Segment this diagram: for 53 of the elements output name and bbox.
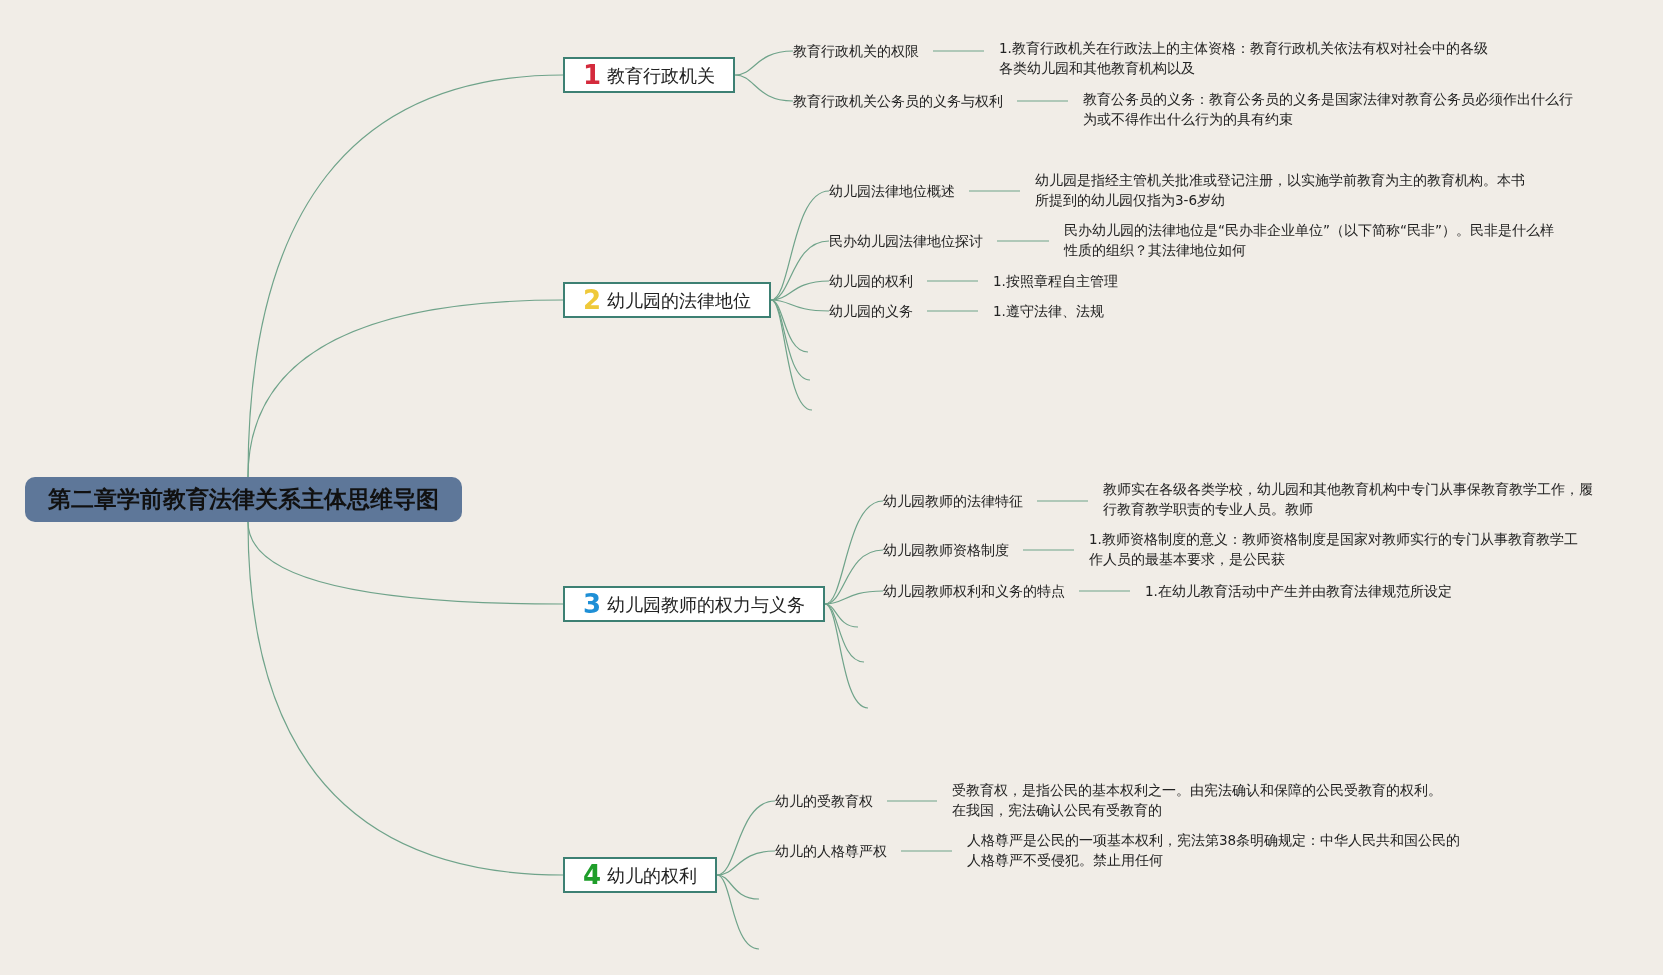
detail-text: 1.教育行政机关在行政法上的主体资格：教育行政机关依法有权对社会中的各级各类幼儿园和其他教育机构以及 <box>984 38 1499 78</box>
connector-line <box>932 50 985 52</box>
topic-label: 幼儿园的法律地位 <box>607 288 752 313</box>
connector-line <box>1016 100 1069 102</box>
connector-line <box>926 310 979 312</box>
detail-text: 幼儿园是指经主管机关批准或登记注册，以实施学前教育为主的教育机构。本书所提到的幼儿园仅指为3-6岁幼 <box>1020 170 1530 210</box>
subtopic-text: 幼儿园法律地位概述 <box>829 181 969 201</box>
connector-line <box>1022 549 1075 551</box>
subtopic-text: 幼儿园教师资格制度 <box>883 540 1023 560</box>
connector-line <box>824 603 869 709</box>
connector-line <box>1078 590 1131 592</box>
detail-text: 1.按照章程自主管理 <box>978 271 1118 291</box>
subtopic-text: 幼儿园教师的法律特征 <box>883 491 1037 511</box>
subtopic-text: 教育行政机关的权限 <box>793 41 933 61</box>
connector-line <box>926 280 979 282</box>
topic-number: 1 <box>583 62 602 88</box>
topic-number: 3 <box>583 591 602 617</box>
connector-line <box>1036 500 1089 502</box>
topic-box <box>563 857 718 893</box>
subtopic-text: 幼儿的人格尊严权 <box>775 841 901 861</box>
topic-number: 2 <box>583 287 602 313</box>
connector-line <box>734 50 794 76</box>
connector-line <box>247 521 564 876</box>
detail-text: 1.遵守法律、法规 <box>978 301 1104 321</box>
connector-line <box>996 240 1050 242</box>
detail-text: 1.教师资格制度的意义：教师资格制度是国家对教师实行的专门从事教育教学工作人员的最基本要求，是公民获 <box>1074 529 1584 569</box>
detail-text: 1.在幼儿教育活动中产生并由教育法律规范所设定 <box>1130 581 1452 601</box>
subtopic-text: 民办幼儿园法律地位探讨 <box>829 231 997 251</box>
subtopic-text: 幼儿园的义务 <box>829 301 927 321</box>
connector-line <box>886 800 938 802</box>
detail-text: 民办幼儿园的法律地位是“民办非企业单位”（以下简称“民非”）。民非是什么样性质的组织？其法律地位如何 <box>1049 220 1559 260</box>
connector-line <box>900 850 953 852</box>
topic-box <box>563 57 736 93</box>
root-topic-box: 第二章学前教育法律关系主体思维导图 <box>25 477 462 522</box>
topic-number: 4 <box>583 862 602 888</box>
connector-line <box>247 299 564 478</box>
topic-label: 幼儿园教师的权力与义务 <box>607 592 806 617</box>
topic-box <box>563 586 826 622</box>
topic-label: 幼儿的权利 <box>607 863 698 888</box>
detail-text: 受教育权，是指公民的基本权利之一。由宪法确认和保障的公民受教育的权利。在我国，宪法确认公民有受教育的 <box>937 780 1442 820</box>
subtopic-text: 幼儿园的权利 <box>829 271 927 291</box>
detail-text: 人格尊严是公民的一项基本权利，宪法第38条明确规定：中华人民共和国公民的人格尊严不受侵犯。禁止用任何 <box>952 830 1462 870</box>
detail-text: 教育公务员的义务：教育公务员的义务是国家法律对教育公务员必须作出什么行为或不得作出什么行为的具有约束 <box>1068 89 1583 129</box>
topic-box <box>563 282 772 318</box>
connector-line <box>734 74 794 102</box>
detail-text: 教师实在各级各类学校，幼儿园和其他教育机构中专门从事保教育教学工作，履行教育教学职责的专业人员。教师 <box>1088 479 1598 519</box>
subtopic-text: 幼儿园教师权利和义务的特点 <box>883 581 1079 601</box>
connector-line <box>968 190 1021 192</box>
connector-line <box>770 299 813 411</box>
subtopic-text: 教育行政机关公务员的义务与权利 <box>793 91 1017 111</box>
connector-line <box>716 874 760 950</box>
topic-label: 教育行政机关 <box>607 63 716 88</box>
subtopic-text: 幼儿的受教育权 <box>775 791 887 811</box>
